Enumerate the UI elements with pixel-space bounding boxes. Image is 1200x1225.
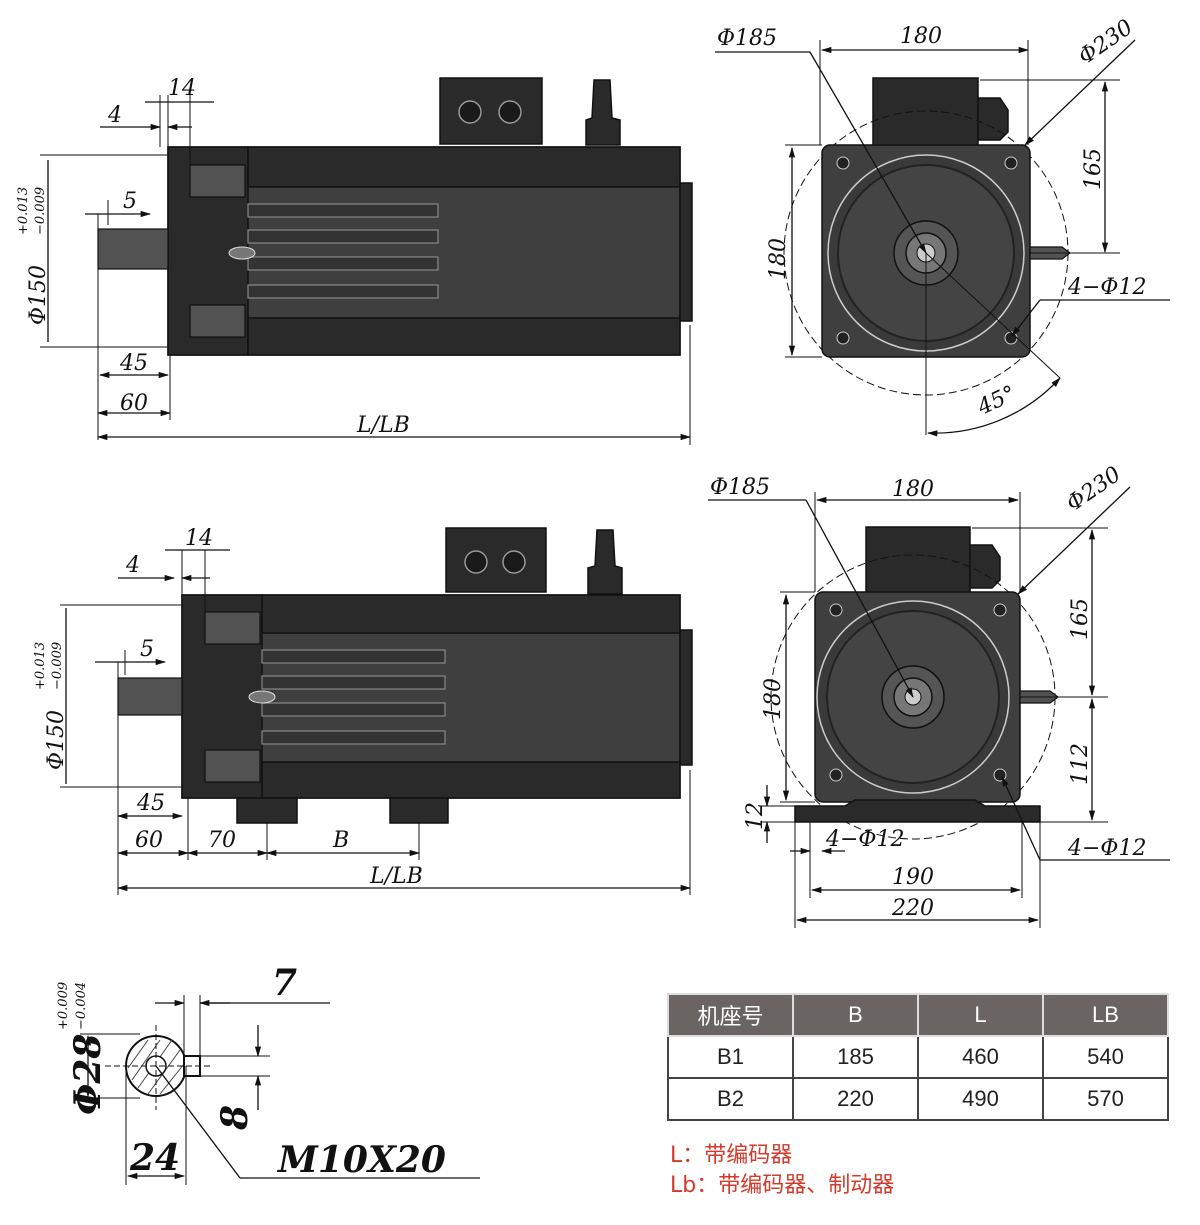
dim-4: 4 — [107, 103, 122, 128]
dim-dia150: Φ150 — [26, 265, 51, 325]
dim-height-112: 112 — [1068, 743, 1093, 785]
dim-45: 45 — [119, 351, 148, 376]
dim-b: B — [332, 828, 349, 853]
cell-lb: 570 — [1042, 1077, 1169, 1121]
dim-key-8: 8 — [214, 1105, 256, 1131]
dim-dia230-b: Φ230 — [1062, 462, 1126, 517]
cable-gland — [585, 79, 621, 146]
cell-lb: 540 — [1042, 1035, 1169, 1079]
dim-14: 14 — [168, 76, 196, 101]
cell-b: 185 — [792, 1035, 919, 1079]
end-view-1: Φ185 180 Φ230 165 180 4−Φ12 45° — [715, 15, 1170, 437]
dim-dia185: Φ185 — [717, 26, 777, 51]
end-view-2: Φ185 180 Φ230 165 112 180 12 4−Φ12 4−Φ12… — [708, 462, 1170, 928]
cell-l: 460 — [917, 1035, 1044, 1079]
dim-thread: M10X20 — [276, 1139, 446, 1181]
side-view-1: 14 4 5 Φ150 +0.013 −0.009 45 60 L/LB — [16, 76, 693, 445]
cell-frame: B1 — [667, 1035, 794, 1079]
dim-angle: 45° — [973, 381, 1020, 421]
dim-l-lb-b: L/LB — [369, 864, 423, 889]
dim-5: 5 — [123, 189, 137, 214]
dim-dia185-b: Φ185 — [710, 475, 770, 500]
tol-upper: +0.013 — [16, 187, 31, 235]
cell-l: 490 — [917, 1077, 1044, 1121]
cell-b: 220 — [792, 1077, 919, 1121]
note-lb: Lb：带编码器、制动器 — [670, 1173, 895, 1198]
tol-lower: −0.009 — [33, 187, 48, 235]
dim-holes-flange: 4−Φ12 — [1067, 836, 1146, 861]
table-row: B2 220 490 570 — [667, 1077, 1169, 1121]
dim-height-165-b: 165 — [1068, 598, 1093, 640]
dim-4-b: 4 — [125, 553, 140, 578]
header-frame: 机座号 — [667, 993, 794, 1037]
dim-dia230: Φ230 — [1074, 15, 1138, 70]
terminal-box — [439, 77, 543, 145]
dim-60-b: 60 — [135, 828, 163, 853]
dim-60: 60 — [120, 391, 148, 416]
note-l: L：带编码器 — [670, 1143, 793, 1168]
table-row: B1 185 460 540 — [667, 1035, 1169, 1079]
dim-width-220: 220 — [891, 896, 934, 921]
dim-width-180-b: 180 — [892, 477, 934, 502]
header-l: L — [917, 993, 1044, 1037]
tol-upper-b: +0.013 — [33, 642, 48, 690]
dim-width-180: 180 — [900, 24, 942, 49]
spec-table: 机座号 B L LB B1 185 460 540 B2 220 490 570 — [667, 993, 1169, 1121]
dim-height-180-b: 180 — [761, 678, 786, 720]
header-lb: LB — [1042, 993, 1169, 1037]
dim-width-190: 190 — [892, 865, 934, 890]
dim-height-12: 12 — [743, 802, 768, 830]
side-view-2: 14 4 5 Φ150 +0.013 −0.009 45 60 70 B L/L… — [33, 526, 693, 895]
tol-dia28-upper: +0.009 — [56, 982, 71, 1030]
table-header-row: 机座号 B L LB — [667, 993, 1169, 1037]
tol-dia28-lower: −0.004 — [74, 982, 89, 1030]
dim-width-24: 24 — [129, 1137, 180, 1179]
header-b: B — [792, 993, 919, 1037]
foot-rear — [389, 797, 449, 824]
dim-5-b: 5 — [140, 637, 154, 662]
dim-holes: 4−Φ12 — [1067, 275, 1146, 300]
dim-14-b: 14 — [185, 526, 213, 551]
dim-key-7: 7 — [272, 962, 297, 1004]
tol-lower-b: −0.009 — [50, 642, 65, 690]
shaft-section: 7 8 Φ28 +0.009 −0.004 24 M10X20 — [56, 962, 480, 1185]
cell-frame: B2 — [667, 1077, 794, 1121]
shaft — [97, 228, 169, 270]
dim-height-165: 165 — [1081, 148, 1106, 190]
dim-l-lb: L/LB — [356, 413, 410, 438]
dim-45-b: 45 — [136, 791, 165, 816]
dim-70: 70 — [208, 828, 236, 853]
mounting-base — [794, 799, 1041, 823]
dim-dia150-b: Φ150 — [44, 710, 69, 770]
dim-holes-base: 4−Φ12 — [825, 827, 904, 852]
foot-front — [236, 797, 298, 824]
dim-height-180: 180 — [766, 238, 791, 280]
dim-dia28: Φ28 — [67, 1034, 109, 1115]
